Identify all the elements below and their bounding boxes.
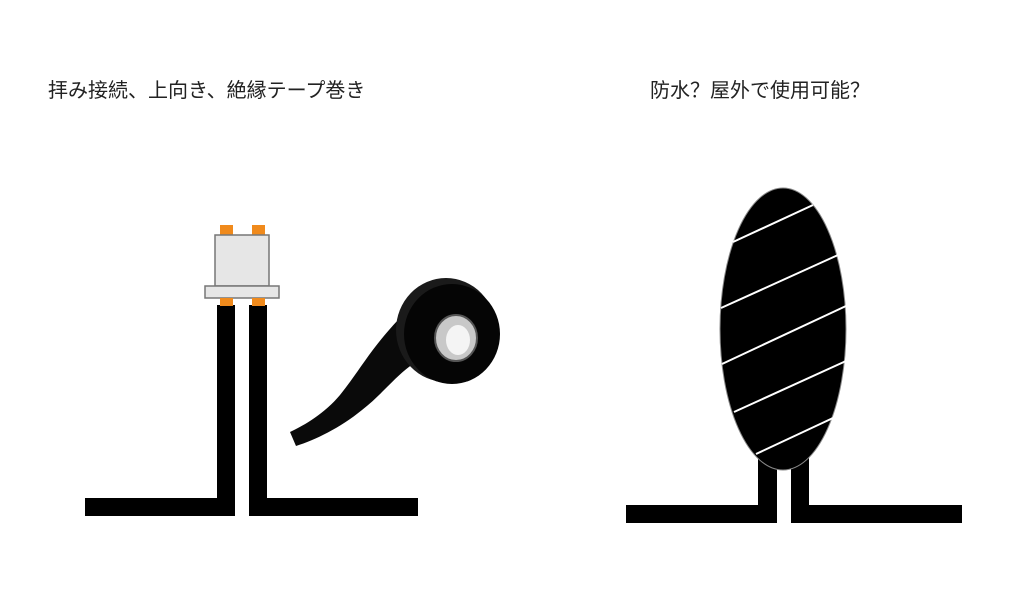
right-wire-b (791, 440, 962, 523)
terminal-bottom-b (252, 298, 265, 306)
left-wire-a (85, 305, 235, 516)
right-panel-title: 防水？屋外で使用可能？ (650, 78, 870, 102)
left-wiring (85, 305, 418, 516)
terminal-top-b (252, 225, 265, 236)
connector-flange (204, 285, 280, 299)
crimp-connector (204, 225, 280, 306)
terminal-bottom-a (220, 298, 233, 306)
taped-connection (719, 187, 847, 471)
tape-hole (446, 325, 470, 355)
left-wire-b (249, 305, 418, 516)
tape-wrapped-ellipse (719, 187, 847, 471)
electrical-tape-roll (290, 278, 500, 446)
terminal-top-a (220, 225, 233, 236)
tape-wrap-lines (720, 204, 847, 455)
tape-strip (290, 320, 420, 446)
left-panel-title: 拝み接続、上向き、絶縁テープ巻き (48, 78, 366, 102)
connector-body (214, 234, 270, 287)
